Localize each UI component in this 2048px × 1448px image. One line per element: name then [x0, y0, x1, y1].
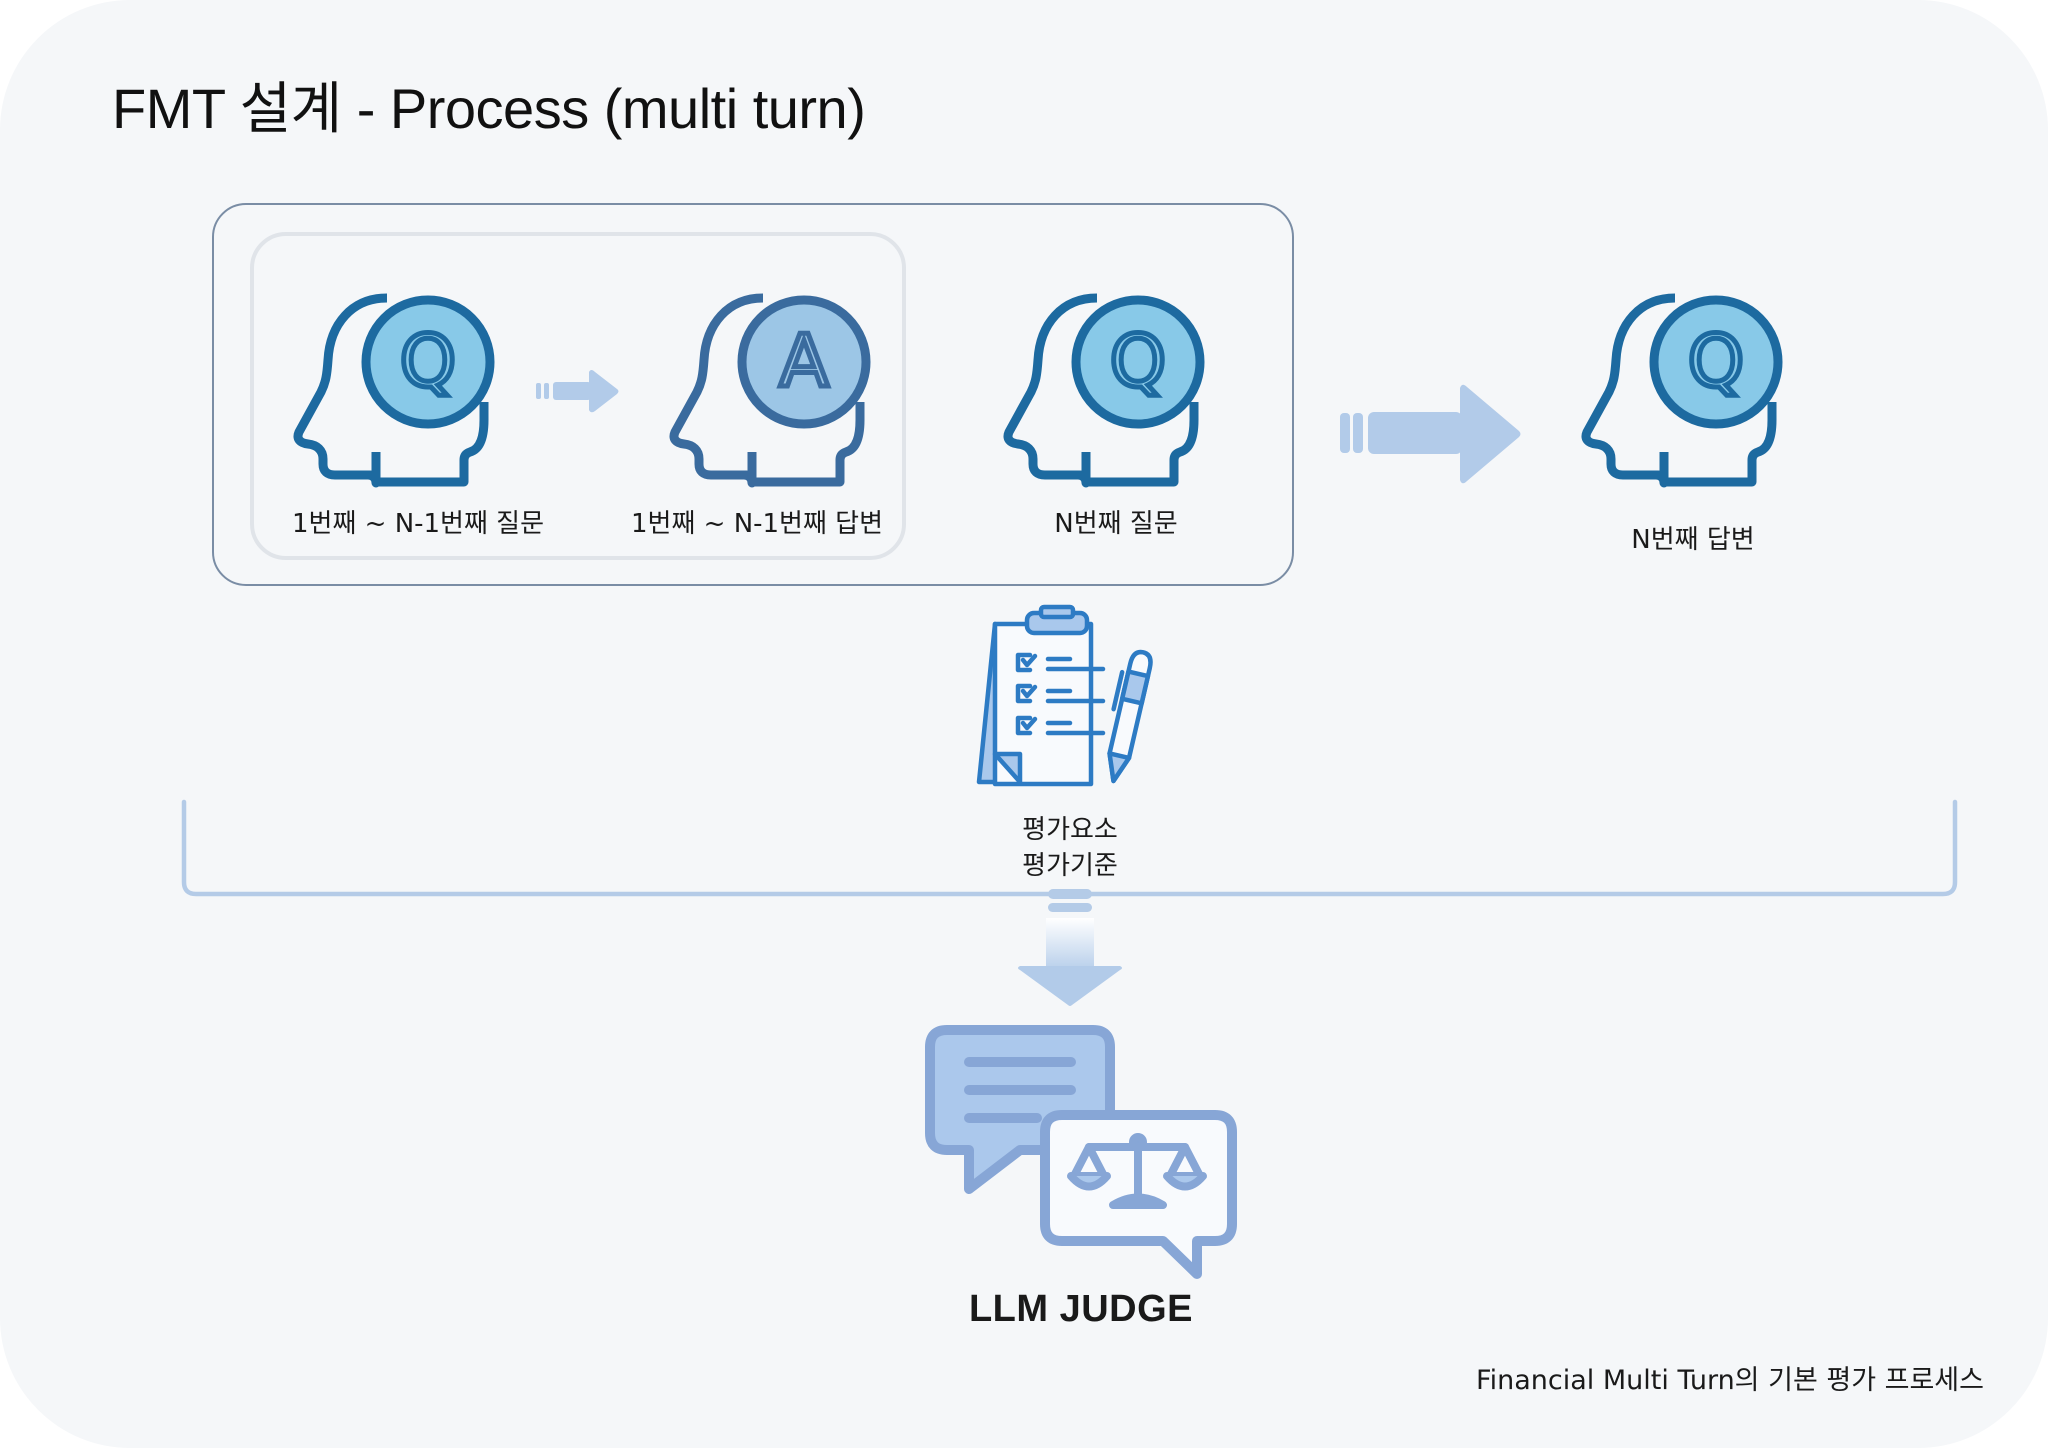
head-question-icon-current: Q: [1003, 293, 1205, 488]
clipboard-checklist-icon: [976, 604, 1153, 787]
step-label-current-question: N번째 질문: [1054, 509, 1178, 539]
thought-circle: [1649, 295, 1783, 429]
small-right-arrow-icon: [536, 370, 619, 413]
letter-q: Q: [1688, 319, 1745, 403]
down-arrow-shaft: [1046, 918, 1094, 974]
evaluation-line-elements: 평가요소: [1022, 815, 1118, 845]
letter-a: A: [779, 319, 828, 403]
letter-q: Q: [1110, 319, 1167, 403]
evaluation-criteria-text: 평가요소 평가기준: [1022, 812, 1118, 884]
head-answer-icon-history: A: [669, 293, 871, 488]
llm-judge-label: LLM JUDGE: [968, 1288, 1194, 1330]
evaluation-line-criteria: 평가기준: [1022, 851, 1118, 881]
neck-outline: [1623, 402, 1777, 487]
chat-scales-icon: [925, 1025, 1237, 1279]
step-label-current-answer: N번째 답변: [1631, 525, 1755, 555]
thought-circle: [361, 295, 495, 429]
context-group-box: [212, 203, 1294, 586]
neck-outline: [1045, 402, 1199, 487]
letter-q: Q: [400, 319, 457, 403]
thought-circle: [737, 295, 871, 429]
neck-outline: [711, 402, 865, 487]
head-question-icon-history: Q: [293, 293, 495, 488]
page-title: FMT 설계 - Process (multi turn): [112, 77, 866, 140]
step-label-history-answers: 1번째 ~ N-1번째 답변: [630, 509, 884, 539]
thought-circle: [1071, 295, 1205, 429]
large-right-arrow-icon: [1340, 384, 1521, 484]
history-group-box: [250, 232, 906, 560]
down-arrow-icon: [1018, 966, 1122, 1006]
neck-outline: [335, 402, 489, 487]
head-question-icon-answer: Q: [1581, 293, 1783, 488]
step-label-history-questions: 1번째 ~ N-1번째 질문: [291, 509, 545, 539]
figure-caption: Financial Multi Turn의 기본 평가 프로세스: [1476, 1365, 1984, 1396]
